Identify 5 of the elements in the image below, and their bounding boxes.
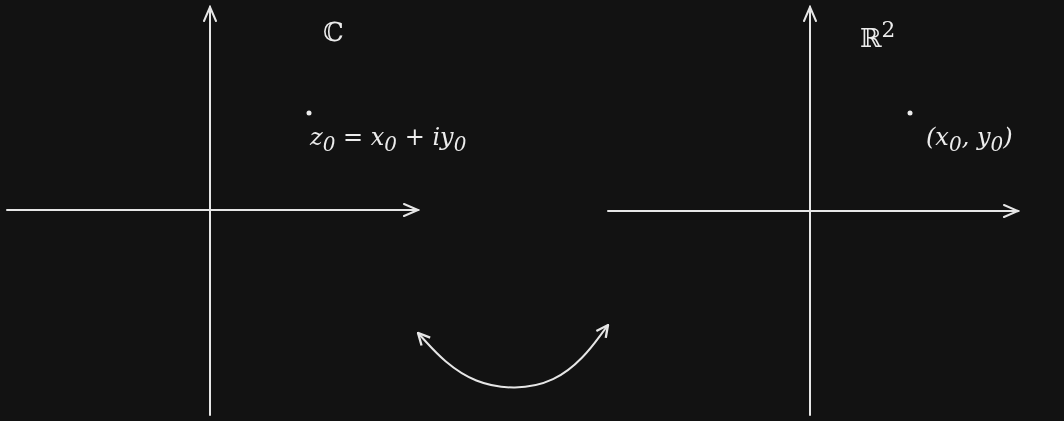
point-label: (x$_{0}$, y$_{0}$)	[926, 123, 1013, 156]
set-label: ℝ$^{2}$	[860, 17, 896, 53]
set-label: ℂ	[323, 17, 344, 47]
point-label: z$_{0}$ = x$_{0}$ + iy$_{0}$	[310, 123, 467, 156]
double-arrow	[416, 323, 610, 389]
